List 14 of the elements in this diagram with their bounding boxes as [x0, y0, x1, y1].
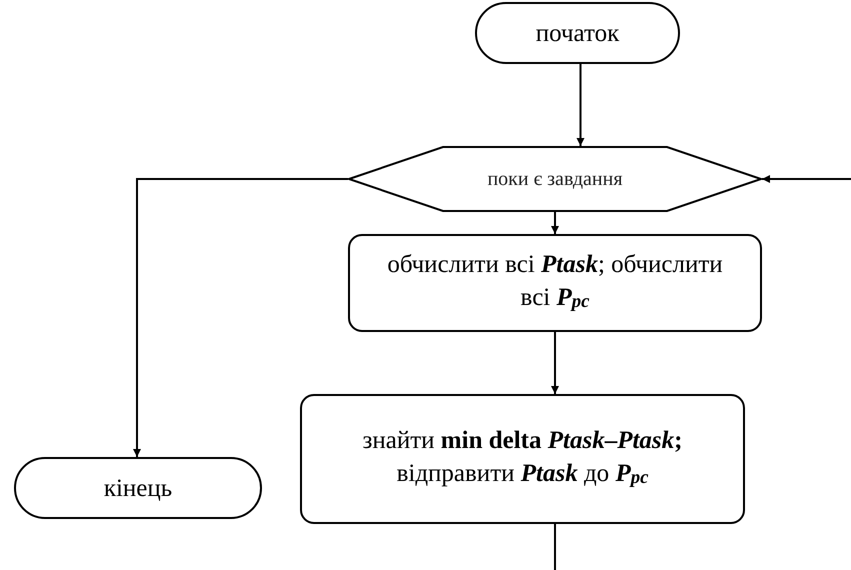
arrow — [762, 175, 851, 183]
condition-text: поки є завдання — [487, 166, 623, 192]
process-box — [348, 234, 762, 332]
connector-line — [554, 524, 556, 570]
arrow — [551, 212, 559, 234]
node-text: початок — [536, 18, 620, 48]
process-box — [300, 394, 745, 524]
node-text: обчислити всі Ptask; обчислити всі P$_{pc}$ — [386, 250, 724, 314]
loop-hexagon — [348, 146, 762, 212]
arrow — [551, 332, 559, 394]
arrow — [576, 64, 584, 146]
node-text: знайти min delta Ptask–Ptask; відправити Ptask до P$_{pc}$ — [362, 426, 684, 490]
node-text: кінець — [104, 474, 172, 504]
arrow — [133, 178, 348, 457]
